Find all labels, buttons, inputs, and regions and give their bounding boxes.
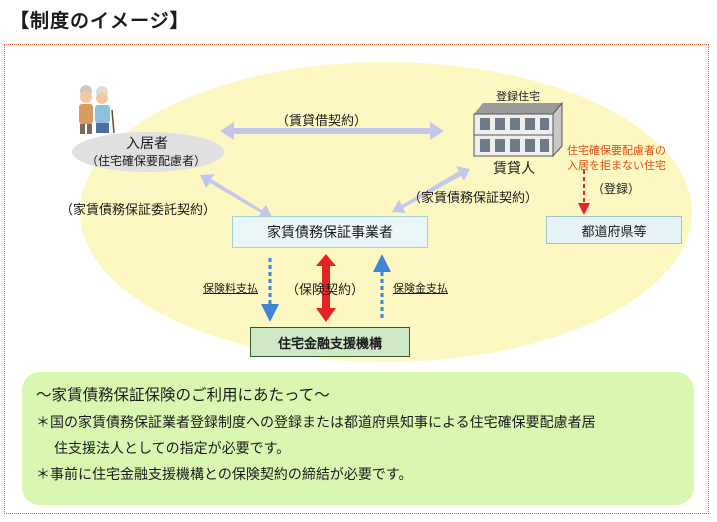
housing-note-line2: 入居を拒まない住宅 [567,159,666,172]
diagram-frame [4,44,709,514]
registration-label: （登録） [592,182,641,196]
lease-contract-label: （賃貸借契約） [276,114,368,129]
guarantee-double-arrow [392,166,470,213]
entrust-double-arrow [200,174,272,218]
lease-double-arrow [220,122,444,140]
guarantee-contract-label: （家賃債務保証契約） [408,191,539,206]
scheme-background-ellipse [80,62,692,362]
tenant-label: 入居者 [126,136,168,152]
jhf-label: 住宅金融支援機構 [277,336,382,352]
guarantor-label: 家賃債務保証事業者 [267,225,393,241]
tenant-sublabel: （住宅確保要配慮者） [86,154,207,168]
apartment-building-icon [473,101,563,158]
insurance-contract-label: （保険契約） [286,283,365,298]
usage-notes-panel: ～家賃債務保証保険のご利用にあたって～ ＊国の家賃債務保証業者登録制度への登録ま… [22,372,694,505]
tenant-ellipse [72,132,224,172]
entrust-contract-label: （家賃債務保証委託契約） [60,203,217,218]
insurance-double-arrow [316,254,336,322]
claim-payment-label: 保険金支払 [393,282,448,295]
notes-item1-line2: 住支援法人としての指定が必要です。 [54,441,291,457]
elderly-couple-icon [79,85,115,134]
jhf-box: 住宅金融支援機構 [250,327,410,357]
prefecture-box: 都道府県等 [546,216,682,244]
page-title: 【制度のイメージ】 [10,10,190,32]
notes-item2: ＊事前に住宅金融支援機構との保険契約の締結が必要です。 [36,467,413,483]
premium-payment-label: 保険料支払 [203,282,258,295]
guarantor-box: 家賃債務保証事業者 [232,216,428,248]
landlord-label: 賃貸人 [493,161,535,177]
prefecture-label: 都道府県等 [581,224,647,240]
notes-title: ～家賃債務保証保険のご利用にあたって～ [36,386,330,404]
notes-item1-line1: ＊国の家賃債務保証業者登録制度への登録または都道府県知事による住宅確保要配慮者居 [36,415,596,431]
housing-note-line1: 住宅確保要配慮者の [567,144,666,157]
registered-housing-label: 登録住宅 [496,90,540,103]
